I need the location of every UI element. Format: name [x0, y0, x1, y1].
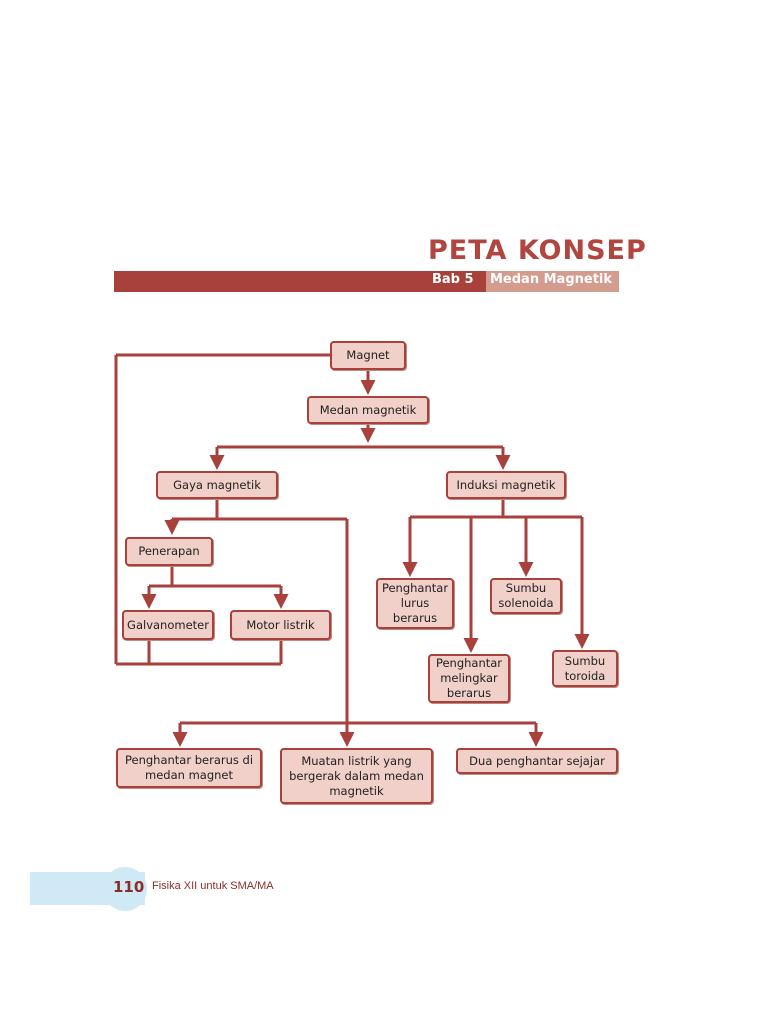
chapter-number: Bab 5: [432, 272, 474, 287]
chapter-band-highlight: [486, 271, 619, 292]
page-number: 110: [113, 878, 145, 896]
node-muatan-listrik-bergerak: Muatan listrik yang bergerak dalam medan…: [280, 748, 433, 804]
node-medan-magnetik: Medan magnetik: [307, 396, 429, 424]
node-motor-listrik: Motor listrik: [230, 610, 331, 640]
node-sumbu-toroida: Sumbu toroida: [552, 650, 618, 687]
node-galvanometer: Galvanometer: [122, 610, 214, 640]
page-title: PETA KONSEP: [428, 235, 647, 266]
book-title: Fisika XII untuk SMA/MA: [152, 880, 274, 892]
node-penghantar-lurus-berarus: Penghantar lurus berarus: [376, 578, 454, 629]
chapter-title: Medan Magnetik: [490, 272, 613, 287]
node-penghantar-berarus-medan-magnet: Penghantar berarus di medan magnet: [116, 748, 262, 788]
node-gaya-magnetik: Gaya magnetik: [156, 471, 278, 499]
node-sumbu-solenoida: Sumbu solenoida: [490, 578, 562, 614]
node-penerapan: Penerapan: [125, 537, 213, 566]
node-dua-penghantar-sejajar: Dua penghantar sejajar: [456, 748, 618, 774]
footer-circle: [103, 867, 147, 911]
node-magnet: Magnet: [330, 341, 406, 370]
node-induksi-magnetik: Induksi magnetik: [446, 471, 566, 499]
node-penghantar-melingkar-berarus: Penghantar melingkar berarus: [428, 654, 510, 703]
